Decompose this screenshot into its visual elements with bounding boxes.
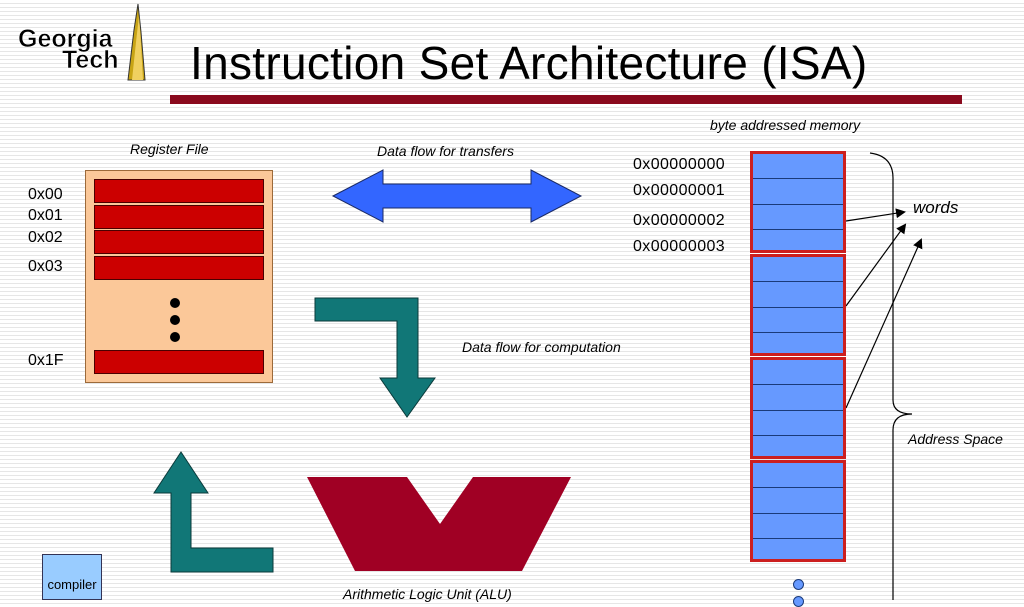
- words-label: words: [913, 198, 959, 217]
- memory-byte-divider: [753, 513, 843, 514]
- register-address-0x03: 0x03: [28, 258, 63, 275]
- register-0x00: [94, 179, 264, 203]
- memory-byte-divider: [753, 332, 843, 333]
- ellipsis-dot: [170, 298, 180, 308]
- computation-arrow: [314, 297, 436, 418]
- memory-byte-divider: [753, 281, 843, 282]
- transfers-caption: Data flow for transfers: [377, 143, 514, 159]
- word-arrow: [845, 238, 923, 409]
- address-space-brace: [869, 152, 913, 600]
- register-address-0x02: 0x02: [28, 229, 63, 246]
- return-arrow: [153, 451, 274, 573]
- memory-continuation-dot: [793, 579, 804, 590]
- register-0x02: [94, 230, 264, 254]
- memory-word: [750, 151, 846, 253]
- memory-address-1: 0x00000001: [633, 182, 726, 199]
- memory-caption: byte addressed memory: [710, 117, 861, 133]
- memory-byte-divider: [753, 435, 843, 436]
- memory-word: [750, 460, 846, 562]
- memory-word: [750, 357, 846, 459]
- word-arrow: [845, 208, 906, 222]
- memory-continuation-dot: [793, 596, 804, 607]
- memory-address-3: 0x00000003: [633, 238, 726, 255]
- ellipsis-dot: [170, 332, 180, 342]
- register-file: [85, 170, 273, 383]
- compiler-box: compiler: [42, 554, 102, 600]
- register-address-0x00: 0x00: [28, 186, 63, 203]
- compiler-label: compiler: [47, 577, 97, 592]
- register-0x1F: [94, 350, 264, 374]
- transfer-double-arrow: [331, 169, 583, 223]
- memory-byte-divider: [753, 178, 843, 179]
- memory-byte-divider: [753, 487, 843, 488]
- memory-byte-divider: [753, 307, 843, 308]
- memory-byte-divider: [753, 410, 843, 411]
- memory-byte-divider: [753, 229, 843, 230]
- memory-byte-divider: [753, 384, 843, 385]
- register-file-caption: Register File: [130, 141, 209, 157]
- alu-caption: Arithmetic Logic Unit (ALU): [343, 586, 512, 602]
- register-0x01: [94, 205, 264, 229]
- page-title: Instruction Set Architecture (ISA): [190, 37, 868, 89]
- memory-column: [750, 151, 846, 563]
- memory-address-0: 0x00000000: [633, 156, 726, 173]
- register-address-0x01: 0x01: [28, 207, 63, 224]
- title-underline-bar: [170, 95, 962, 104]
- register-address-0x1F: 0x1F: [28, 352, 64, 369]
- memory-byte-divider: [753, 538, 843, 539]
- logo-text-tech: Tech: [62, 46, 119, 74]
- memory-byte-divider: [753, 204, 843, 205]
- logo-text-georgia: Georgia: [18, 25, 114, 53]
- memory-address-2: 0x00000002: [633, 212, 726, 229]
- address-space-label: Address Space: [908, 431, 1003, 447]
- word-arrow: [845, 223, 907, 307]
- computation-caption: Data flow for computation: [462, 339, 621, 355]
- georgia-tech-logo: Georgia Tech: [16, 2, 148, 84]
- register-0x03: [94, 256, 264, 280]
- alu-shape: [307, 477, 571, 571]
- ellipsis-dot: [170, 315, 180, 325]
- memory-word: [750, 254, 846, 356]
